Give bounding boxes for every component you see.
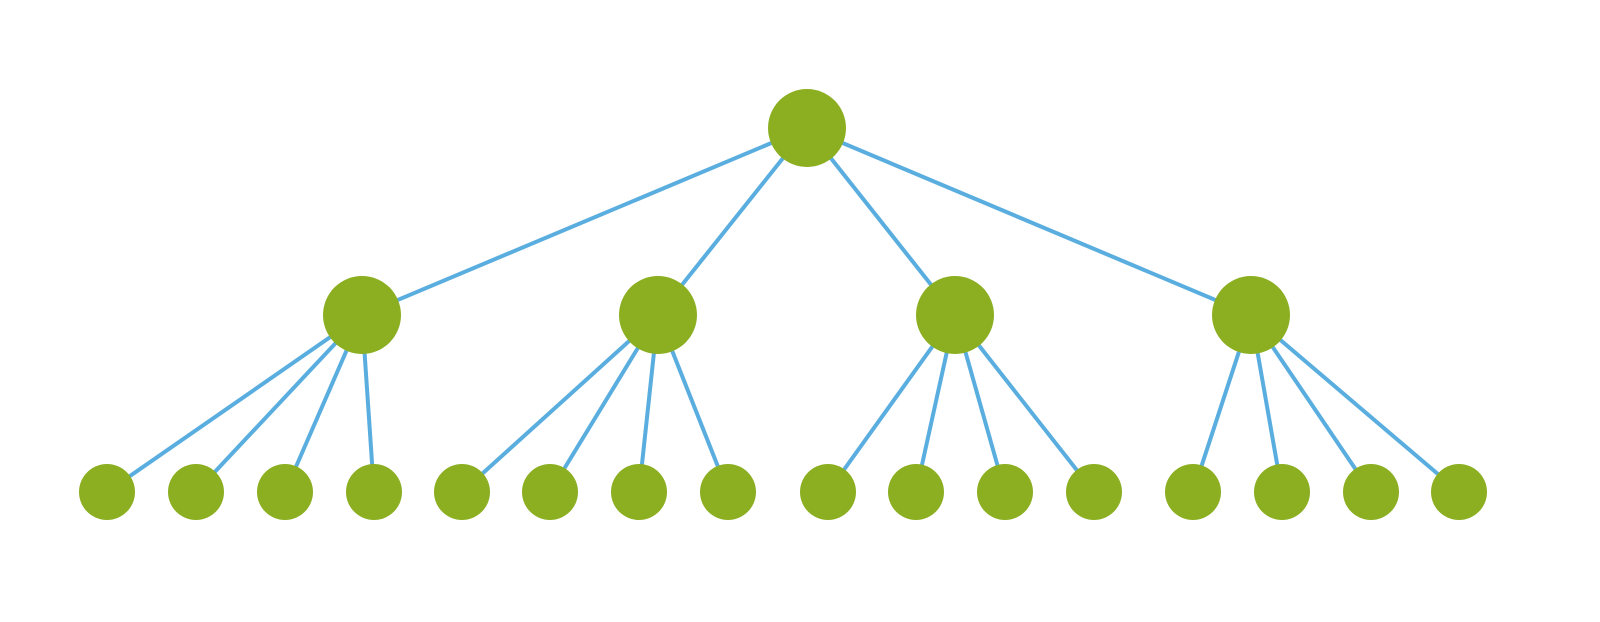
node-c4 [1066, 464, 1122, 520]
node-c [916, 276, 994, 354]
edge-a-a1 [105, 313, 364, 494]
node-a1 [79, 464, 135, 520]
edge-root-b [656, 126, 809, 317]
node-c2 [888, 464, 944, 520]
node-root [768, 89, 846, 167]
edge-root-a [361, 126, 808, 317]
edge-d-d4 [1249, 313, 1461, 494]
node-d [1212, 276, 1290, 354]
node-d4 [1431, 464, 1487, 520]
node-a2 [168, 464, 224, 520]
edge-root-c [805, 126, 957, 317]
node-b2 [522, 464, 578, 520]
node-b1 [434, 464, 490, 520]
node-a [323, 276, 401, 354]
edge-a-a2 [194, 313, 364, 494]
edge-b-b1 [460, 313, 660, 494]
node-b [619, 276, 697, 354]
node-b4 [700, 464, 756, 520]
node-a3 [257, 464, 313, 520]
edge-root-d [806, 126, 1252, 317]
node-b3 [611, 464, 667, 520]
node-c1 [800, 464, 856, 520]
node-d2 [1254, 464, 1310, 520]
node-a4 [346, 464, 402, 520]
node-d1 [1165, 464, 1221, 520]
node-d3 [1343, 464, 1399, 520]
node-c3 [977, 464, 1033, 520]
nodes [79, 89, 1487, 520]
